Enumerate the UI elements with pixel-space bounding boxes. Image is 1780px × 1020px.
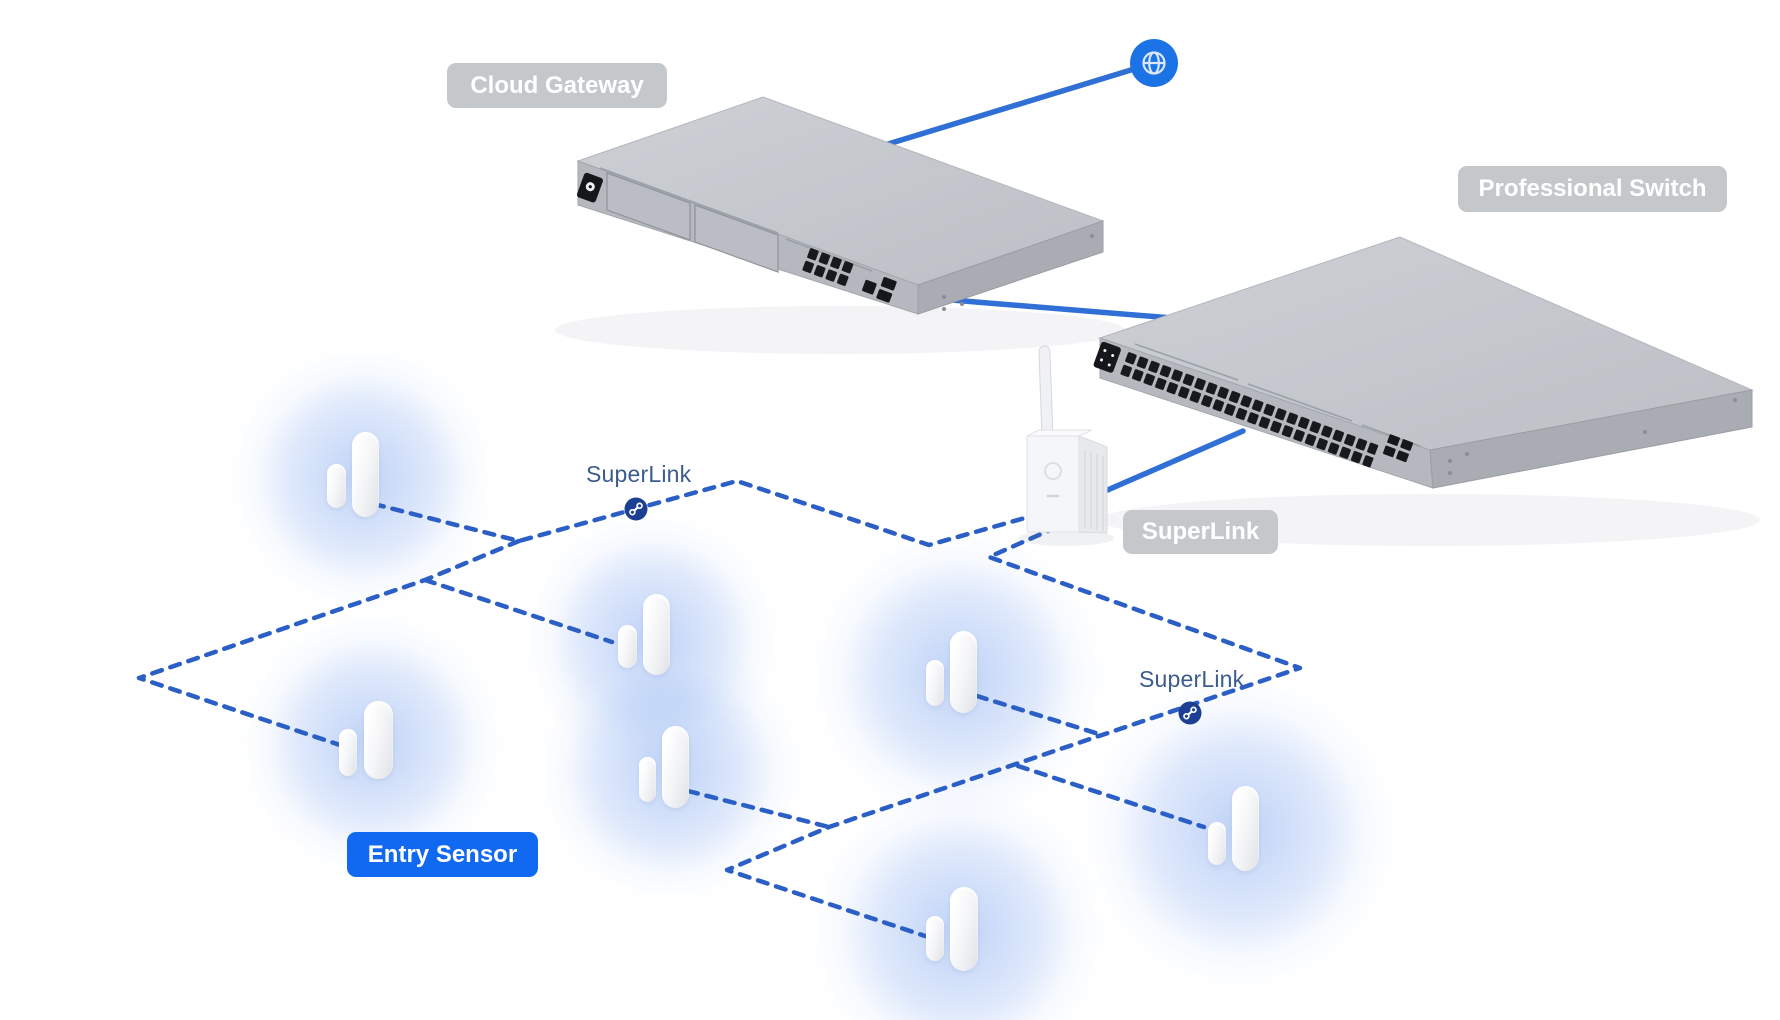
link-icon (624, 497, 648, 521)
sensor-bar (364, 701, 393, 779)
sensor-magnet (1208, 822, 1226, 865)
sensor-magnet (926, 660, 944, 706)
dashed-link-sensor1-chain (371, 478, 1035, 548)
switch-superlink-line (1100, 428, 1246, 495)
dashed-link-sensor5 (974, 693, 1105, 738)
sensor-magnet (327, 464, 346, 508)
cloud-gateway-badge: Cloud Gateway (447, 63, 667, 108)
sensor-bar (950, 631, 977, 713)
globe-icon (1130, 39, 1178, 87)
switch-ports (1118, 350, 1380, 470)
superlink-device-badge: SuperLink (1123, 510, 1278, 554)
switch-display (1093, 341, 1121, 373)
dashed-link-main-chain (724, 524, 1303, 939)
sensor-magnet (339, 729, 357, 776)
sensor-magnet (618, 625, 637, 668)
link-icon (1178, 701, 1202, 725)
dashed-link-sensor6 (1015, 763, 1207, 830)
cloud-gateway-device (555, 96, 1125, 354)
dashed-link-left-diamond (136, 538, 522, 748)
sensor-bar (643, 594, 670, 675)
switch-screws (1448, 398, 1737, 475)
sensor-bar (352, 432, 379, 517)
gateway-display (576, 172, 603, 203)
sensor-magnet (639, 757, 656, 802)
sensor-bar (662, 726, 689, 808)
superlink-radio-device (1018, 345, 1114, 546)
gateway-drive-trays (606, 172, 779, 273)
superlink-label-left: SuperLink (586, 461, 692, 487)
superlink-label-right: SuperLink (1139, 666, 1245, 692)
internet-uplink-line (882, 60, 1157, 148)
entry-sensor-badge: Entry Sensor (347, 832, 538, 877)
sensor-magnet (926, 916, 944, 961)
superlink-antenna (1038, 345, 1054, 441)
dashed-link-sensor4 (685, 788, 832, 830)
professional-switch-badge: Professional Switch (1458, 166, 1727, 212)
gateway-screws (942, 234, 1094, 311)
sensor-bar (950, 887, 978, 971)
dashed-link-to-sensor2 (422, 577, 615, 645)
gateway-sfp-ports (862, 277, 897, 303)
switch-sfp-ports (1382, 434, 1414, 463)
sensor-bar (1232, 786, 1259, 871)
gateway-ports (800, 246, 857, 289)
professional-switch-device (1093, 236, 1760, 546)
